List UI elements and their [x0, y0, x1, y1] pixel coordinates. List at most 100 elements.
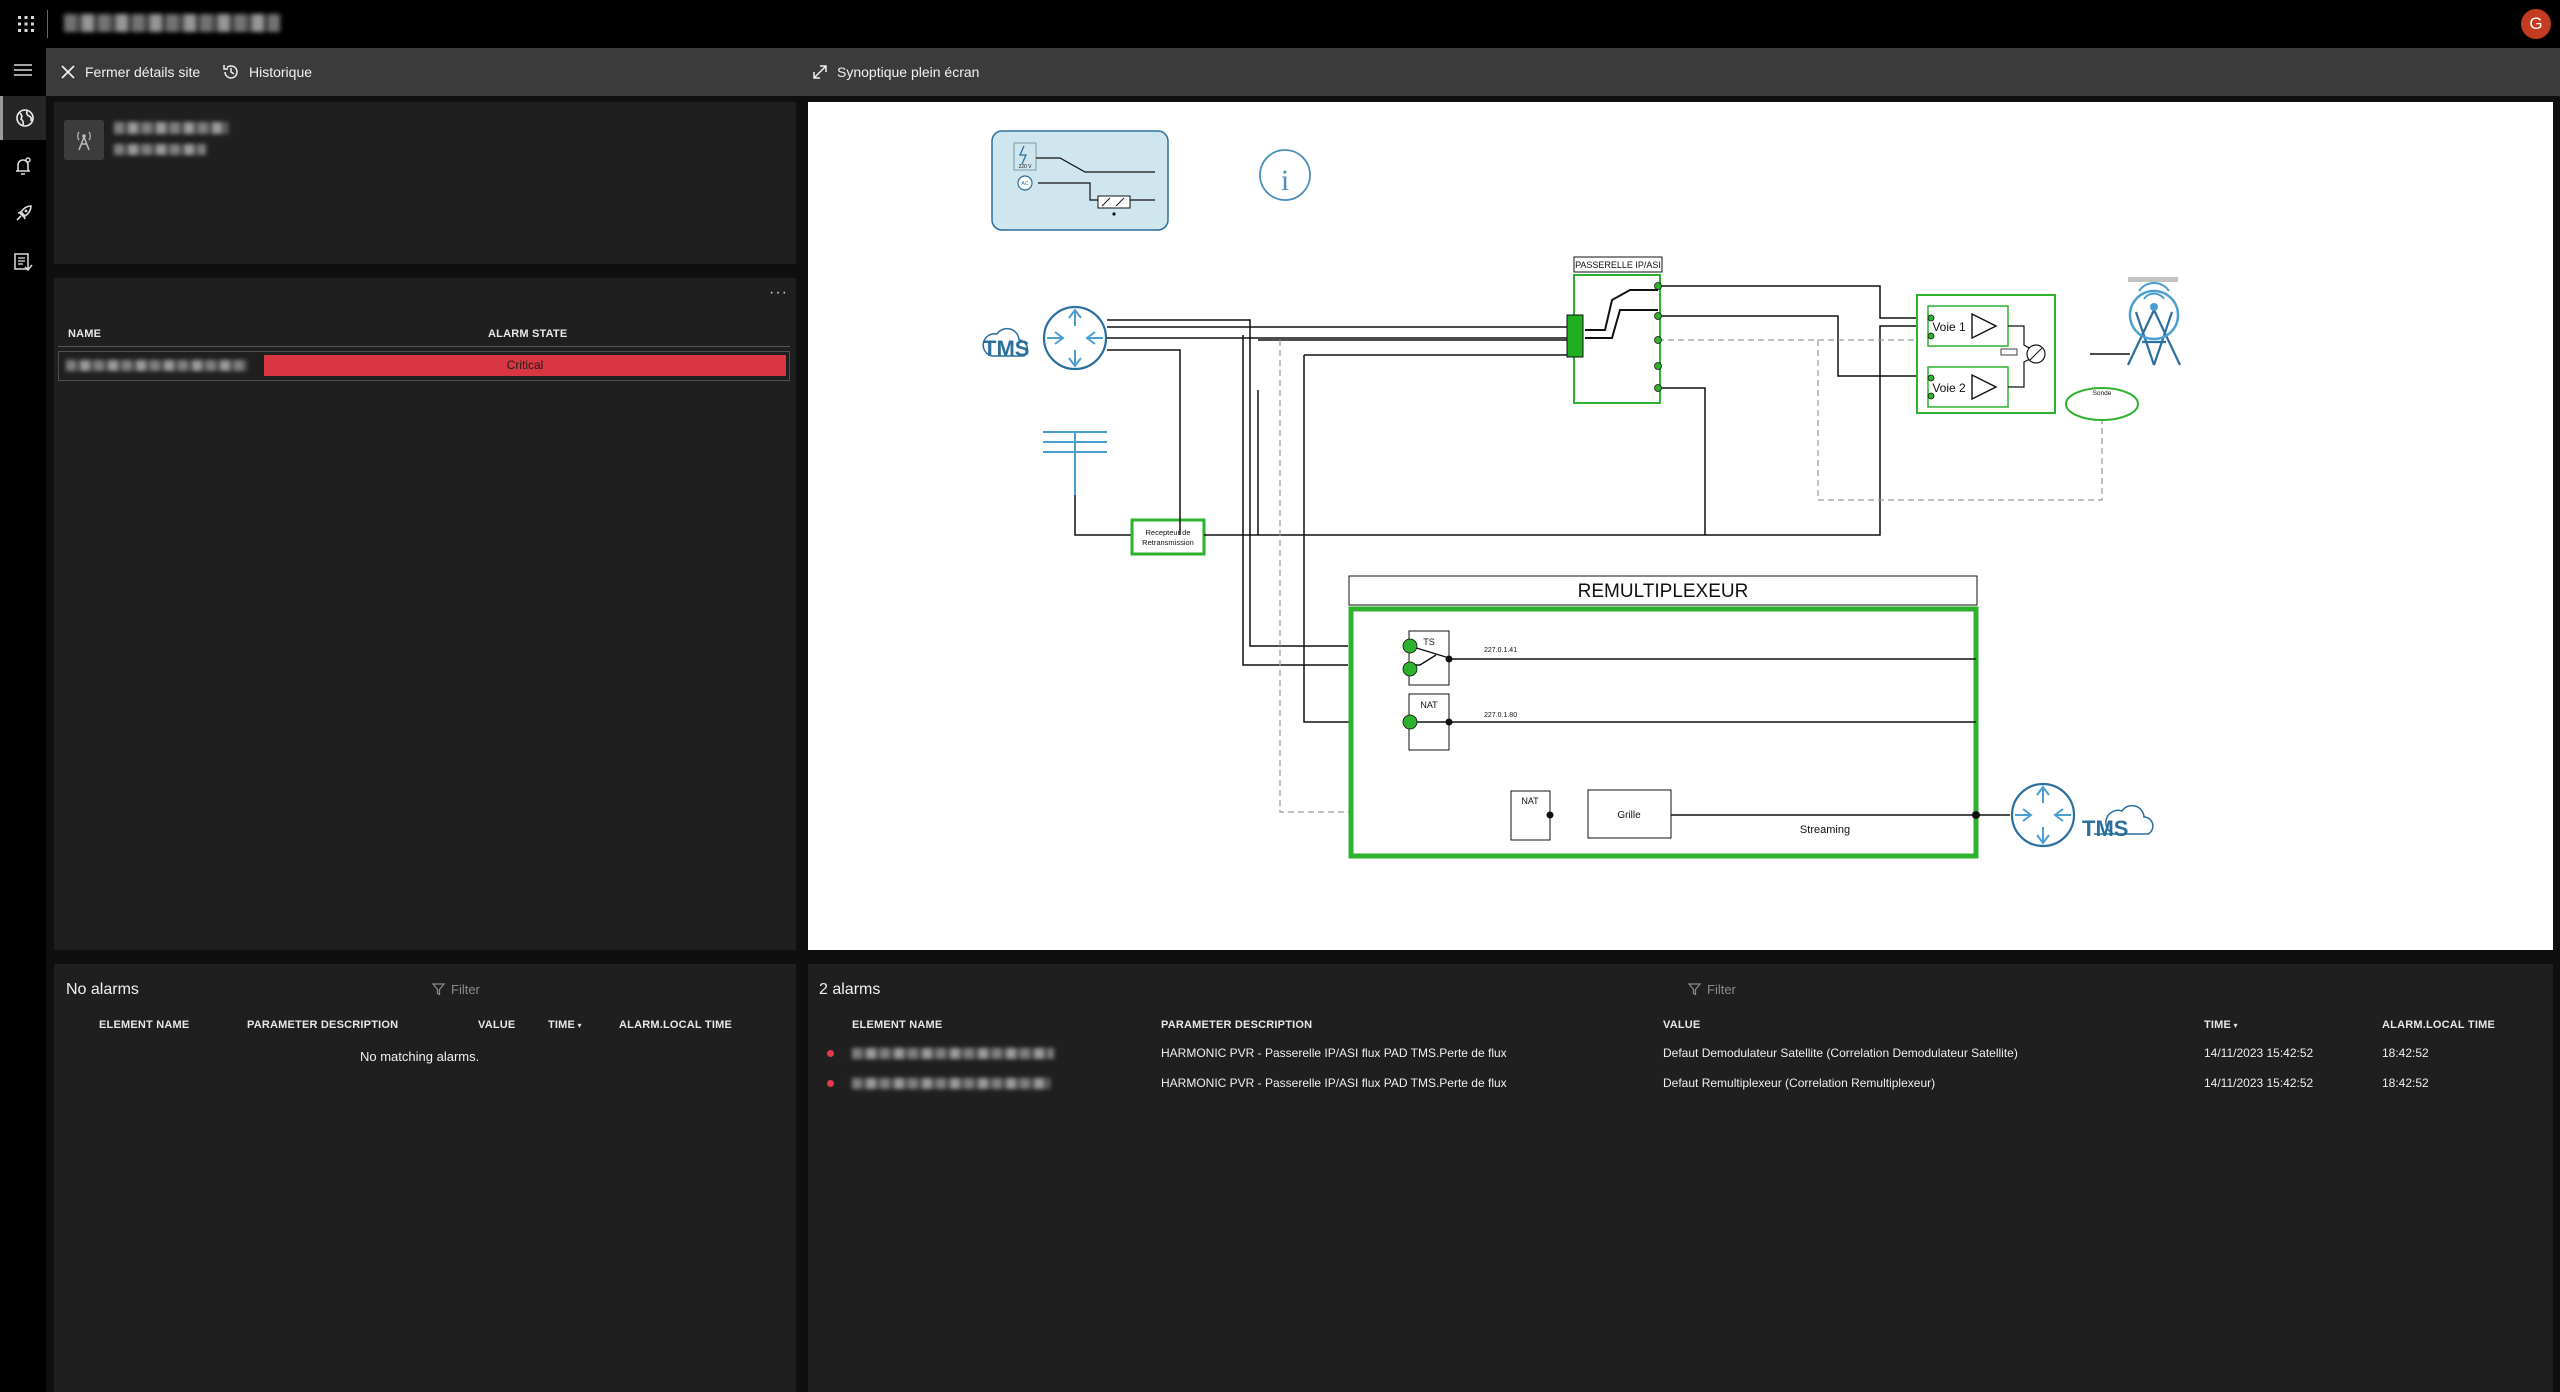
- legend-ac-label: AC: [1022, 181, 1029, 187]
- legend-voltage-label: 220 V: [1018, 164, 1032, 170]
- history-button[interactable]: Historique: [222, 48, 312, 96]
- synoptic-fullscreen-label: Synoptique plein écran: [837, 64, 980, 80]
- column-header-time[interactable]: TIME ▾: [2204, 1019, 2238, 1031]
- alarm-time: 14/11/2023 15:42:52: [2204, 1046, 2314, 1060]
- sonde-probe[interactable]: Sonde: [2065, 387, 2139, 421]
- site-alarms-panel: [54, 964, 796, 1392]
- svg-text:i: i: [1281, 164, 1289, 197]
- top-bar: G: [0, 0, 2560, 48]
- active-alarms-filter[interactable]: Filter: [1688, 982, 1736, 997]
- recepteur-box[interactable]: Recepteur de Retransmission: [1130, 518, 1206, 556]
- alarm-parameter: HARMONIC PVR - Passerelle IP/ASI flux PA…: [1161, 1046, 1507, 1060]
- alarm-state-badge: Critical: [264, 355, 786, 376]
- column-header-element-name[interactable]: ELEMENT NAME: [99, 1019, 190, 1031]
- recepteur-label-line2: Retransmission: [1142, 538, 1194, 547]
- user-avatar[interactable]: G: [2521, 9, 2551, 39]
- expand-icon: [813, 65, 827, 79]
- sonde-label: Sonde: [2093, 390, 2112, 397]
- column-header-value[interactable]: VALUE: [1663, 1019, 1701, 1031]
- tms-cloud-left-icon: TMS: [982, 327, 1029, 361]
- amplifier-block[interactable]: Voie 1 Voie 2: [1916, 294, 2056, 414]
- empty-alarms-message: No matching alarms.: [360, 1049, 480, 1064]
- passerelle-label: PASSERELLE IP/ASI: [1575, 260, 1661, 270]
- site-detail-redacted: [114, 144, 206, 155]
- alarm-bell-icon: [16, 157, 31, 175]
- alarm-element-redacted: [852, 1048, 1054, 1059]
- element-name-redacted: [66, 360, 248, 371]
- critical-severity-icon: [827, 1050, 834, 1057]
- tms-right-label: TMS: [2082, 816, 2128, 841]
- column-header-parameter[interactable]: PARAMETER DESCRIPTION: [247, 1019, 399, 1031]
- history-icon: [223, 65, 238, 79]
- ip2-label: 227.0.1.80: [1484, 712, 1517, 719]
- site-name-redacted: [114, 122, 228, 134]
- info-icon[interactable]: i: [1259, 149, 1311, 201]
- history-label: Historique: [249, 64, 313, 80]
- column-header-alarm-state[interactable]: ALARM STATE: [488, 328, 568, 340]
- app-launcher-icon[interactable]: [16, 14, 36, 34]
- close-site-details-button[interactable]: Fermer détails site: [60, 48, 200, 96]
- ts-label: TS: [1423, 637, 1435, 647]
- close-site-details-label: Fermer détails site: [85, 64, 201, 80]
- alarm-value: Defaut Demodulateur Satellite (Correlati…: [1663, 1046, 2018, 1060]
- table-divider: [58, 346, 790, 347]
- voie1-label: Voie 1: [1932, 320, 1966, 334]
- remultiplexeur-block[interactable]: REMULTIPLEXEUR TS NAT 227.0.1.41 227.0.1…: [1348, 575, 2010, 859]
- alarm-local-time: 18:42:52: [2382, 1076, 2429, 1090]
- remux-title: REMULTIPLEXEUR: [1578, 581, 1749, 602]
- tms-left-label: TMS: [983, 336, 1029, 361]
- top-separator: [47, 10, 48, 38]
- column-header-local-time[interactable]: ALARM.LOCAL TIME: [619, 1019, 732, 1031]
- broadcast-tower-icon: [2127, 277, 2181, 366]
- critical-severity-icon: [827, 1080, 834, 1087]
- nat1-label: NAT: [1420, 700, 1438, 710]
- legend-card[interactable]: 220 V AC: [991, 130, 1169, 231]
- column-header-local-time[interactable]: ALARM.LOCAL TIME: [2382, 1019, 2495, 1031]
- alarm-value: Defaut Remultiplexeur (Correlation Remul…: [1663, 1076, 1936, 1090]
- synoptic-fullscreen-button[interactable]: Synoptique plein écran: [812, 48, 979, 96]
- filter-icon: [1688, 983, 1701, 996]
- site-alarms-filter-placeholder: Filter: [451, 982, 480, 997]
- nav-alarm-bell-button[interactable]: [0, 144, 46, 188]
- details-toolbar: Fermer détails site Historique Synoptiqu…: [46, 48, 2560, 96]
- hamburger-icon: [14, 64, 32, 76]
- passerelle-block[interactable]: PASSERELLE IP/ASI: [1566, 256, 1663, 404]
- left-navigation: [0, 48, 46, 1392]
- alarm-element-redacted: [852, 1078, 1050, 1089]
- voie2-label: Voie 2: [1932, 381, 1966, 395]
- site-antenna-badge: [64, 120, 104, 160]
- column-header-name[interactable]: NAME: [68, 328, 102, 340]
- site-alarms-title: No alarms: [66, 981, 139, 998]
- alarm-parameter: HARMONIC PVR - Passerelle IP/ASI flux PA…: [1161, 1076, 1507, 1090]
- nat2-label: NAT: [1521, 796, 1539, 806]
- active-alarms-title: 2 alarms: [819, 981, 881, 998]
- router-left-icon: [1042, 305, 1108, 371]
- nav-reports-button[interactable]: [0, 240, 46, 284]
- column-header-value[interactable]: VALUE: [478, 1019, 516, 1031]
- sort-desc-icon: ▾: [2231, 1021, 2238, 1030]
- hamburger-menu-button[interactable]: [0, 48, 46, 92]
- element-list-panel: [54, 278, 796, 950]
- streaming-label: Streaming: [1800, 824, 1850, 836]
- more-options-icon[interactable]: ···: [769, 284, 788, 301]
- antenna-tower-icon: [77, 131, 91, 151]
- satellite-antenna-icon: [1043, 431, 1107, 495]
- table-row[interactable]: [58, 351, 790, 381]
- active-alarms-panel: [808, 964, 2553, 1392]
- alarm-time: 14/11/2023 15:42:52: [2204, 1076, 2314, 1090]
- ip1-label: 227.0.1.41: [1484, 647, 1517, 654]
- nav-rocket-button[interactable]: [0, 192, 46, 236]
- nav-globe-button[interactable]: [0, 96, 46, 140]
- alarm-local-time: 18:42:52: [2382, 1046, 2429, 1060]
- synoptic-diagram[interactable]: 220 V AC i TMS Recepteur de Retransmissi…: [808, 102, 2553, 950]
- app-title-redacted: [64, 14, 280, 32]
- column-header-time[interactable]: TIME ▾: [548, 1019, 582, 1031]
- column-header-parameter[interactable]: PARAMETER DESCRIPTION: [1161, 1019, 1313, 1031]
- sort-desc-icon: ▾: [575, 1021, 582, 1030]
- main-signal-links: [1107, 285, 2130, 723]
- column-header-element-name[interactable]: ELEMENT NAME: [852, 1019, 943, 1031]
- column-header-time-label: TIME: [2204, 1019, 2232, 1031]
- active-alarms-filter-placeholder: Filter: [1707, 982, 1736, 997]
- router-right-icon: [2010, 782, 2076, 848]
- site-alarms-filter[interactable]: Filter: [432, 982, 480, 997]
